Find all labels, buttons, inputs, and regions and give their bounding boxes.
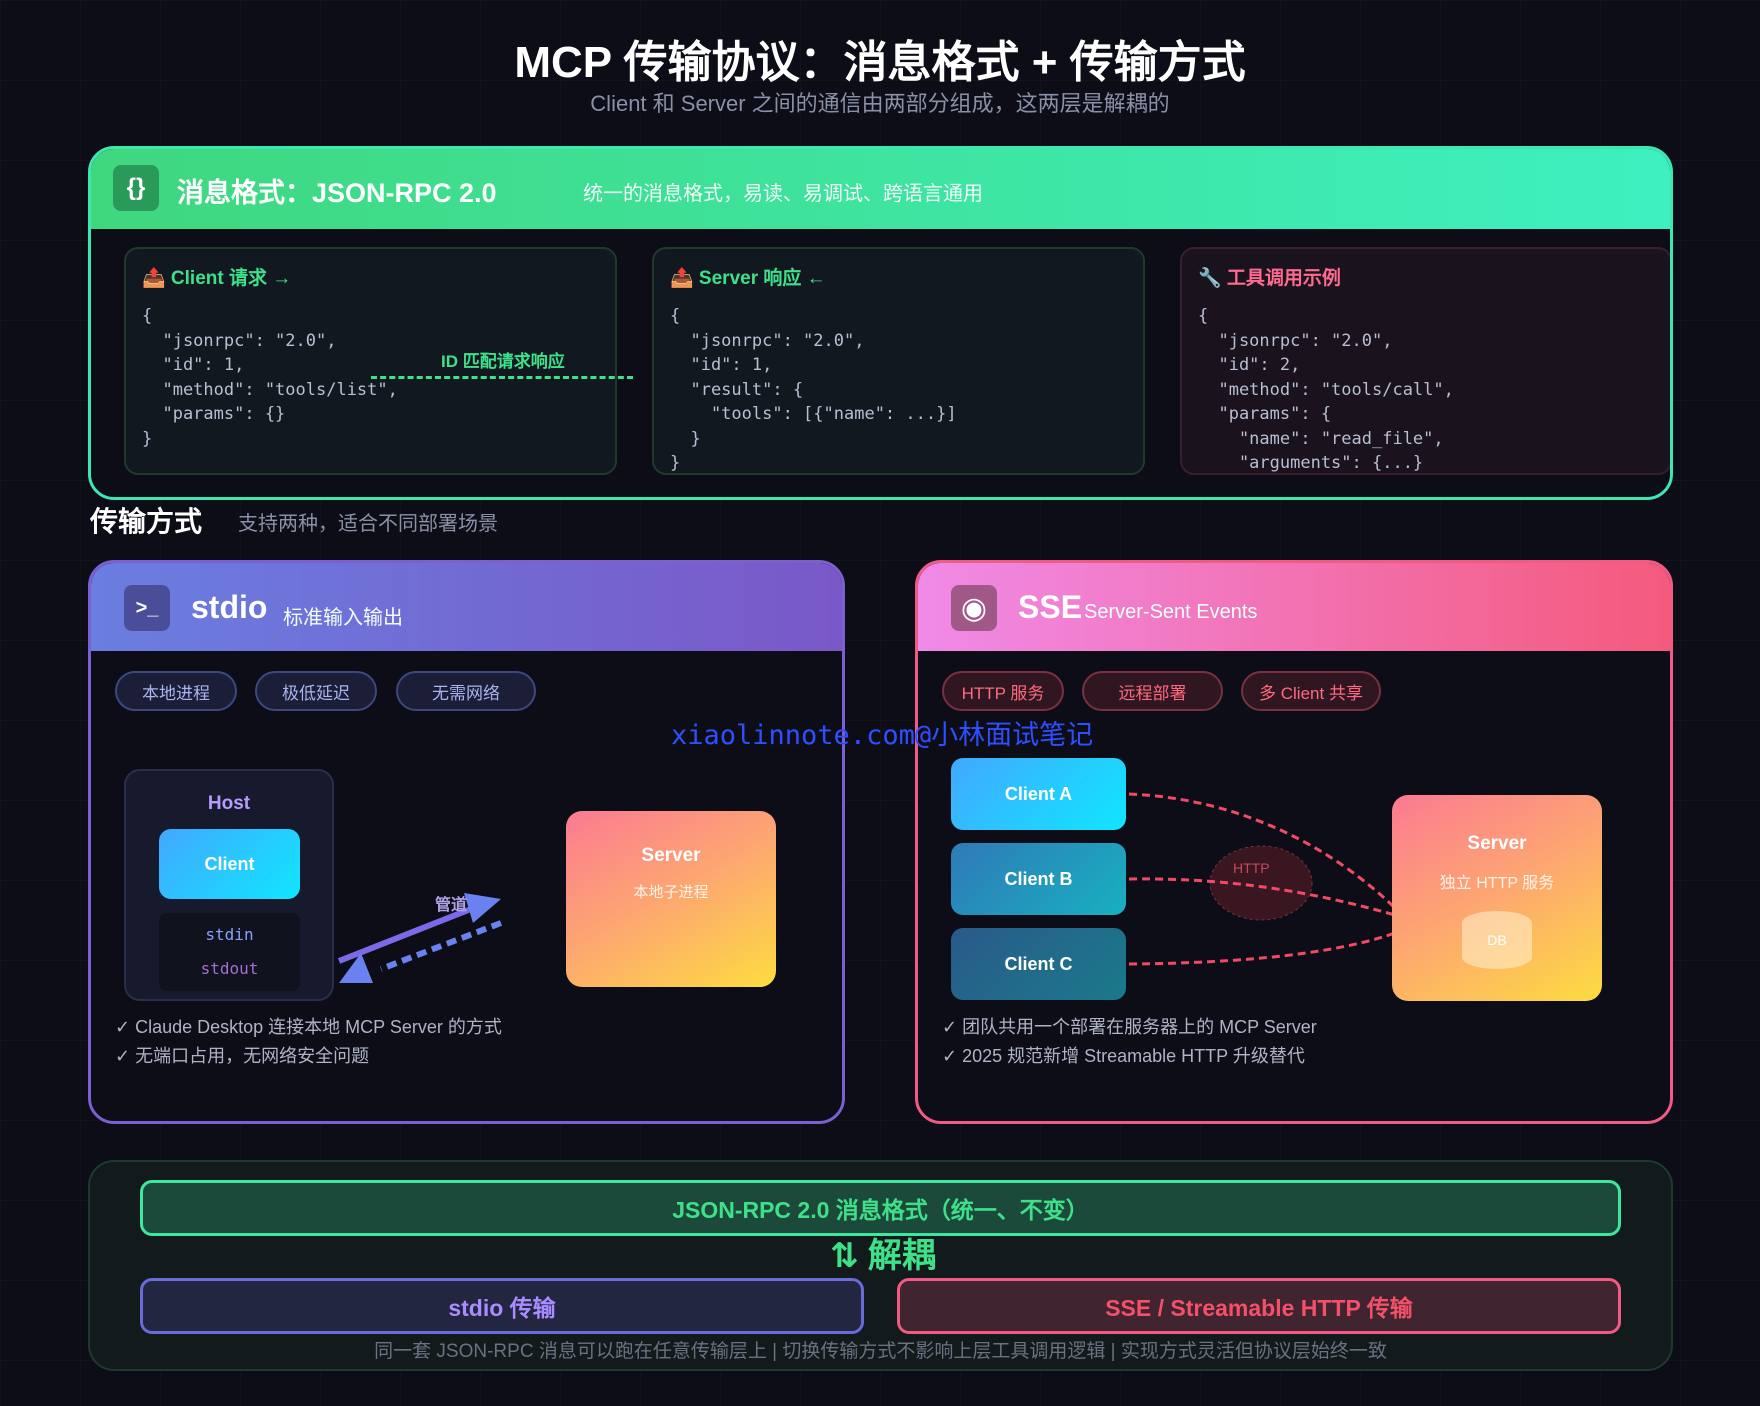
- sse-title: SSE: [1018, 589, 1083, 625]
- stdio-note: ✓ 无端口占用，无网络安全问题: [115, 1046, 370, 1066]
- json-rpc-title: 消息格式：JSON-RPC 2.0: [177, 178, 497, 208]
- stdout-arrow: [379, 920, 503, 972]
- host-box: Host Client stdin stdout: [124, 769, 334, 1001]
- stdio-title: stdio: [191, 589, 268, 625]
- tool-call-card: 🔧 工具调用示例 { "jsonrpc": "2.0", "id": 2, "m…: [1180, 247, 1670, 475]
- sse-panel: ◉ SSE Server-Sent Events HTTP 服务 远程部署 多 …: [915, 560, 1673, 1124]
- server-label: Server: [641, 845, 701, 866]
- http-connections: [1128, 792, 1397, 966]
- http-label: HTTP: [1233, 860, 1270, 876]
- server-response-card: 📤 Server 响应 ← { "jsonrpc": "2.0", "id": …: [652, 247, 1145, 475]
- pipe-arrows: [337, 893, 503, 983]
- tag-local-process: 本地进程: [115, 671, 237, 711]
- arrow-head: [464, 893, 501, 923]
- client-c-box: Client C: [951, 928, 1126, 1000]
- card-title: 📤 Server 响应 ←: [670, 268, 826, 289]
- braces-icon: {}: [113, 165, 159, 211]
- decouple-label: ⇅ 解耦: [830, 1237, 936, 1275]
- card-title: 🔧 工具调用示例: [1198, 268, 1341, 289]
- stdin-arrow: [337, 904, 478, 964]
- server-sublabel: 独立 HTTP 服务: [1439, 875, 1555, 892]
- stdout-label: stdout: [200, 959, 259, 978]
- json-rpc-header: {} 消息格式：JSON-RPC 2.0 统一的消息格式，易读、易调试、跨语言通…: [91, 149, 1670, 229]
- tag-http-service: HTTP 服务: [942, 671, 1064, 711]
- server-label: Server: [1467, 833, 1527, 854]
- client-request-card: 📤 Client 请求 → { "jsonrpc": "2.0", "id": …: [124, 247, 617, 475]
- sse-note: ✓ 团队共用一个部署在服务器上的 MCP Server: [942, 1017, 1317, 1037]
- stdio-layer-bar: stdio 传输: [140, 1278, 864, 1334]
- page-title: MCP 传输协议：消息格式 + 传输方式: [514, 38, 1246, 87]
- stdio-header: >_ stdio 标准输入输出: [91, 563, 842, 651]
- json-rpc-desc: 统一的消息格式，易读、易调试、跨语言通用: [583, 183, 983, 205]
- client-box: Client: [159, 829, 300, 899]
- transport-heading: 传输方式: [90, 506, 203, 537]
- client-b-box: Client B: [951, 843, 1126, 915]
- terminal-icon: >_: [124, 585, 170, 631]
- client-a-box: Client A: [951, 758, 1126, 830]
- arrow-head: [339, 953, 373, 983]
- id-match-line: [371, 376, 633, 379]
- id-match-label: ID 匹配请求响应: [441, 352, 565, 371]
- stdio-subtitle: 标准输入输出: [283, 607, 403, 629]
- summary-footer: 同一套 JSON-RPC 消息可以跑在任意传输层上 | 切换传输方式不影响上层工…: [374, 1341, 1387, 1362]
- connection-b: [1128, 877, 1396, 917]
- watermark: xiaolinnote.com@小林面试笔记: [671, 720, 1094, 751]
- server-sublabel: 本地子进程: [633, 884, 709, 901]
- tag-multi-client: 多 Client 共享: [1241, 671, 1381, 711]
- tag-no-network: 无需网络: [396, 671, 536, 711]
- json-rpc-panel: {} 消息格式：JSON-RPC 2.0 统一的消息格式，易读、易调试、跨语言通…: [88, 146, 1673, 500]
- summary-panel: JSON-RPC 2.0 消息格式（统一、不变） ⇅ 解耦 stdio 传输 S…: [88, 1160, 1673, 1371]
- server-box: Server 独立 HTTP 服务 DB: [1392, 795, 1602, 1001]
- code-block: { "jsonrpc": "2.0", "id": 1, "result": {…: [670, 306, 957, 473]
- sse-note: ✓ 2025 规范新增 Streamable HTTP 升级替代: [942, 1046, 1305, 1066]
- sse-layer-bar: SSE / Streamable HTTP 传输: [897, 1278, 1621, 1334]
- sse-subtitle: Server-Sent Events: [1084, 601, 1258, 623]
- stdin-label: stdin: [205, 925, 254, 944]
- database-icon: DB: [1462, 911, 1532, 969]
- server-box: Server 本地子进程: [566, 811, 776, 987]
- code-block: { "jsonrpc": "2.0", "id": 2, "method": "…: [1198, 306, 1454, 473]
- card-title: 📤 Client 请求 →: [142, 268, 292, 289]
- json-rpc-layer-bar: JSON-RPC 2.0 消息格式（统一、不变）: [140, 1180, 1621, 1236]
- pipe-label: 管道: [435, 897, 468, 914]
- connection-c: [1128, 931, 1396, 966]
- broadcast-icon: ◉: [951, 585, 997, 631]
- stdio-panel: >_ stdio 标准输入输出 本地进程 极低延迟 无需网络 Host Clie…: [88, 560, 845, 1124]
- stdio-note: ✓ Claude Desktop 连接本地 MCP Server 的方式: [115, 1017, 502, 1037]
- tag-remote-deploy: 远程部署: [1082, 671, 1223, 711]
- page-subtitle: Client 和 Server 之间的通信由两部分组成，这两层是解耦的: [590, 91, 1170, 116]
- code-block: { "jsonrpc": "2.0", "id": 1, "method": "…: [142, 306, 398, 449]
- http-cloud: [1209, 845, 1313, 921]
- stdio-streams: stdin stdout: [159, 913, 300, 991]
- tag-low-latency: 极低延迟: [255, 671, 377, 711]
- sse-header: ◉ SSE Server-Sent Events: [918, 563, 1670, 651]
- transport-subheading: 支持两种，适合不同部署场景: [238, 513, 498, 535]
- connection-a: [1128, 792, 1397, 910]
- host-label: Host: [207, 793, 251, 814]
